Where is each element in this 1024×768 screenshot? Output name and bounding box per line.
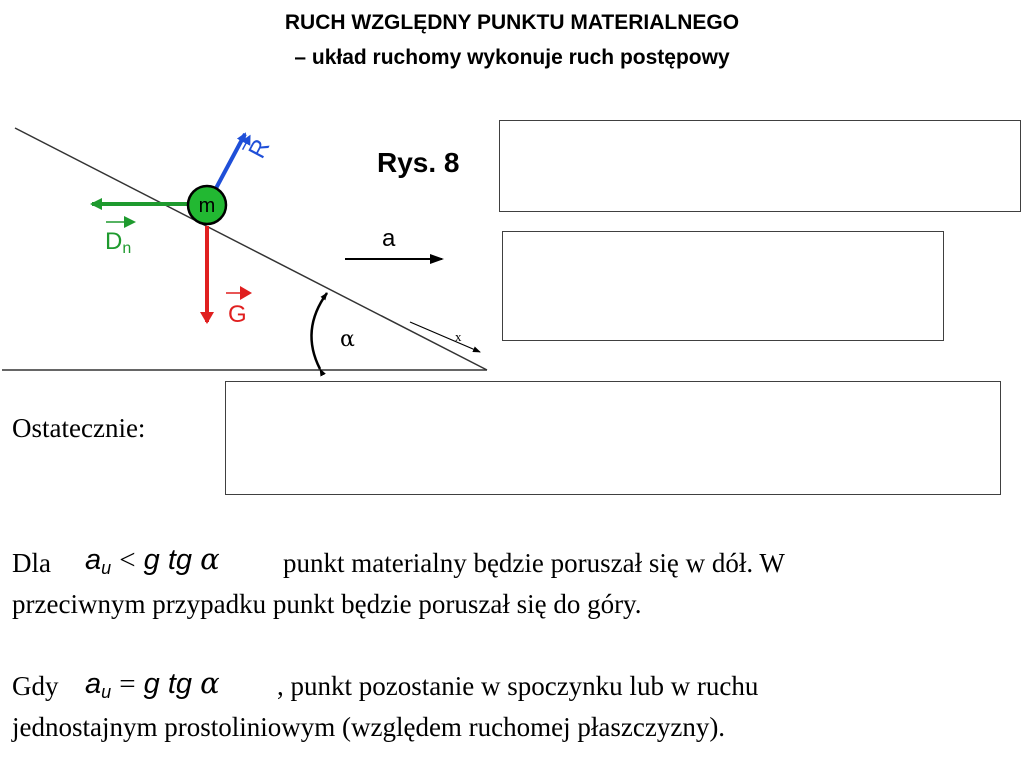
formula-less-than: au < g tg α: [85, 542, 220, 578]
acceleration-label: a: [382, 225, 396, 252]
finally-label: Ostatecznie:: [12, 413, 146, 443]
gdy-word: Gdy: [12, 671, 59, 701]
incline-line: [14, 127, 488, 371]
title-line-1: RUCH WZGLĘDNY PUNKTU MATERIALNEGO: [284, 11, 740, 34]
angle-label: α: [340, 327, 355, 352]
dla-word: Dla: [12, 548, 51, 578]
mass-point: [186, 184, 228, 226]
x-axis-arrow: [409, 321, 481, 353]
force-R-label: R: [241, 134, 275, 163]
mass-label: m: [199, 195, 216, 217]
force-D-label: Dn: [105, 228, 131, 257]
force-G-label: G: [228, 301, 247, 328]
figure-caption: Rys. 8: [377, 147, 460, 178]
result-box: [225, 381, 1001, 495]
angle-arc: [310, 292, 329, 377]
formula-equal: au = g tg α: [85, 666, 220, 702]
equation-box-2: [502, 231, 944, 341]
condition-1-text-cont: przeciwnym przypadku punkt będzie porusz…: [12, 589, 642, 619]
x-axis-label: x: [455, 329, 462, 344]
title-line-2: – układ ruchomy wykonuje ruch postępowy: [294, 46, 730, 69]
force-R-arrow: [212, 132, 247, 193]
equation-box-1: [499, 120, 1021, 212]
condition-2-text-cont: jednostajnym prostoliniowym (względem ru…: [12, 712, 726, 742]
condition-1-text: punkt materialny będzie poruszał się w d…: [283, 548, 785, 578]
inclined-plane-figure: α x a R Dn G m: [2, 127, 488, 377]
condition-2-text: , punkt pozostanie w spoczynku lub w ruc…: [277, 671, 759, 701]
